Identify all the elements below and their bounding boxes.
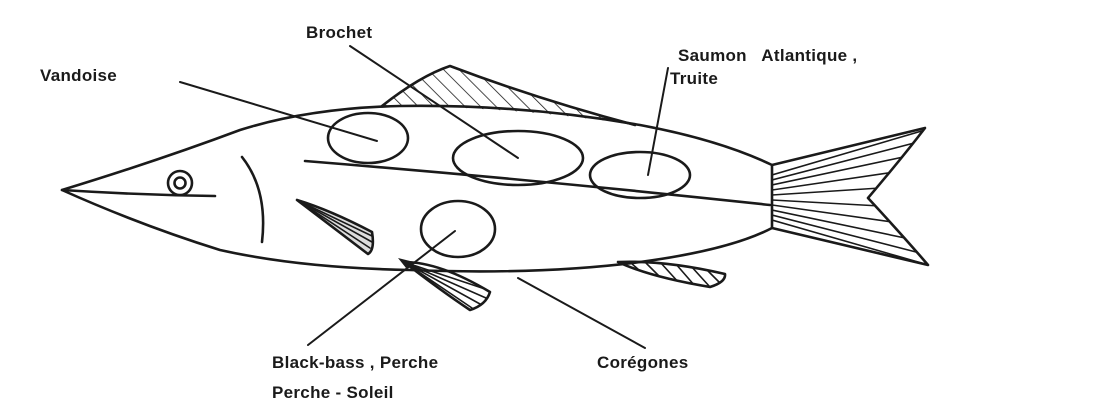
anal-fin bbox=[618, 262, 725, 287]
fish-eye bbox=[168, 171, 192, 195]
label-blackbass-perche: Black-bass , Perche bbox=[272, 353, 438, 372]
pelvic-fin bbox=[398, 258, 490, 310]
leader-coregones bbox=[518, 278, 645, 348]
leader-blackbass bbox=[308, 231, 455, 345]
label-truite: Truite bbox=[670, 69, 718, 88]
label-vandoise: Vandoise bbox=[40, 66, 117, 85]
dorsal-fin bbox=[382, 66, 635, 125]
pectoral-fin bbox=[297, 200, 373, 254]
label-coregones: Corégones bbox=[597, 353, 689, 372]
label-brochet: Brochet bbox=[306, 23, 372, 42]
tail-fin bbox=[772, 128, 928, 265]
label-perche-soleil: Perche - Soleil bbox=[272, 383, 394, 402]
leader-vandoise bbox=[180, 82, 377, 141]
leader-saumon-truite bbox=[648, 68, 668, 175]
label-saumon-atlantique: Saumon Atlantique , bbox=[678, 46, 857, 65]
